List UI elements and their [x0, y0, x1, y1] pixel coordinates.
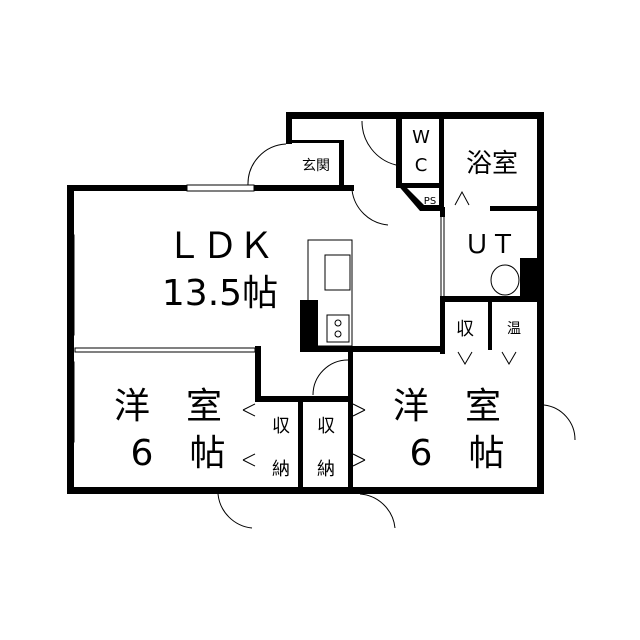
bedroom-right-size: 6 帖	[410, 433, 505, 474]
storage-label: 収	[456, 319, 474, 340]
fixtures	[69, 120, 576, 529]
ldk-size: 13.5帖	[162, 273, 278, 314]
walls	[67, 112, 544, 494]
closet-right-label-2: 納	[317, 459, 335, 480]
utility-label: ＵＴ	[464, 230, 516, 260]
closet-right-label-1: 収	[317, 416, 335, 437]
ps-label: PS	[424, 196, 436, 207]
wc-label-c: C	[415, 155, 428, 176]
closet-left-label-1: 収	[272, 416, 290, 437]
bedroom-left-size: 6 帖	[131, 433, 226, 474]
bedroom-left-label: 洋 室	[114, 386, 222, 427]
bath-label: 浴室	[466, 149, 518, 179]
closet-left-label-2: 納	[272, 459, 290, 480]
wc-label-w: W	[412, 127, 430, 148]
ldk-label: ＬＤＫ	[166, 226, 274, 267]
bedroom-right-label: 洋 室	[393, 386, 501, 427]
entrance-label: 玄関	[302, 157, 330, 174]
water-heater-label: 温	[507, 321, 521, 337]
